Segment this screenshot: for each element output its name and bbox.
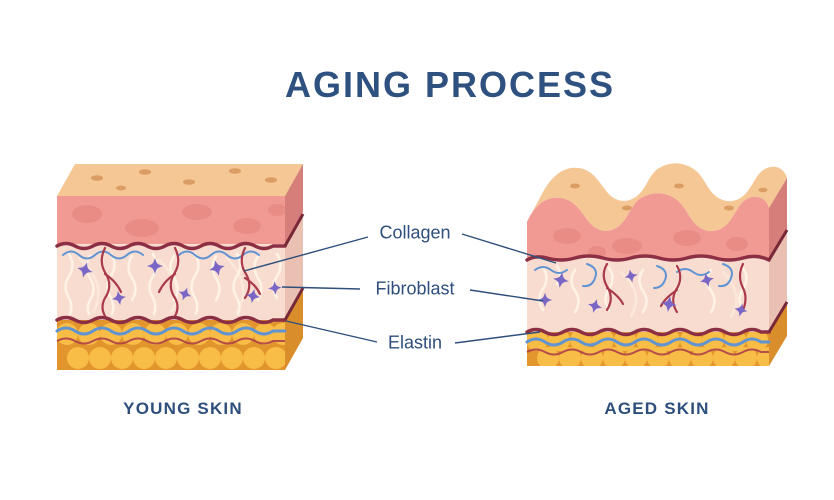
basement-membrane-line bbox=[525, 254, 771, 262]
page-title: AGING PROCESS bbox=[284, 64, 616, 106]
label-fibroblast: Fibroblast bbox=[375, 278, 455, 299]
young-skin-illustration bbox=[55, 164, 305, 370]
basement-membrane-line bbox=[55, 241, 287, 251]
fat-cell-bumps-icon bbox=[527, 332, 769, 366]
elastin-wave-icon bbox=[55, 326, 287, 336]
aged-skin-illustration bbox=[525, 163, 789, 366]
skin-surface bbox=[527, 163, 787, 232]
basement-membrane-side bbox=[767, 229, 789, 261]
caption-young-skin: YOUNG SKIN bbox=[123, 399, 243, 418]
dermis-fat-boundary-side bbox=[283, 287, 305, 321]
epidermis-layer bbox=[57, 164, 303, 244]
dermis-fat-boundary-line bbox=[55, 315, 287, 325]
skin-surface bbox=[57, 164, 303, 196]
elastin-wave-icon bbox=[525, 337, 771, 347]
fat-layer bbox=[527, 302, 787, 366]
epidermis-layer bbox=[527, 178, 787, 260]
dermis-fat-boundary-line bbox=[525, 327, 771, 337]
label-elastin: Elastin bbox=[387, 332, 443, 353]
fat-vessel-line bbox=[526, 348, 769, 356]
caption-aged-skin: AGED SKIN bbox=[604, 399, 710, 418]
fat-vessel-line bbox=[56, 337, 285, 345]
label-collagen: Collagen bbox=[379, 222, 451, 243]
blood-vessels bbox=[100, 246, 262, 318]
dermis-fat-boundary-side bbox=[767, 301, 789, 333]
